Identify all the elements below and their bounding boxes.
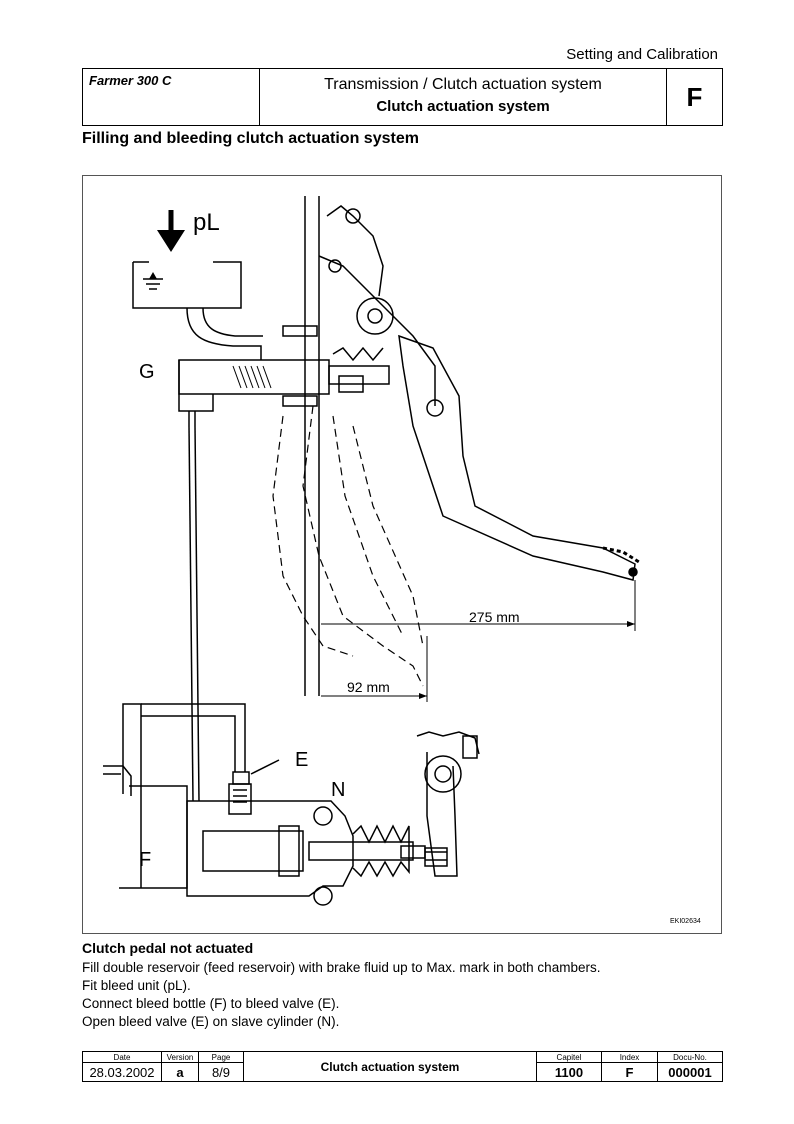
master-cylinder <box>178 346 390 426</box>
header-title-cell: Transmission / Clutch actuation system C… <box>259 68 667 126</box>
dimension-275 <box>321 580 636 631</box>
reservoir <box>132 261 263 360</box>
section-label: Setting and Calibration <box>566 46 718 63</box>
footer-label-date: Date <box>82 1051 162 1063</box>
footer-label-page: Page <box>198 1051 244 1063</box>
label-g: G <box>139 361 155 383</box>
footer-capitel: 1100 <box>536 1062 602 1082</box>
brake-pedal-outline <box>272 405 424 687</box>
clutch-pedal <box>398 334 640 581</box>
figure-frame: pL G <box>82 175 722 934</box>
instructions-subheading: Clutch pedal not actuated <box>82 940 254 956</box>
bleed-bottle <box>103 703 246 889</box>
footer-date: 28.03.2002 <box>82 1062 162 1082</box>
slave-cylinder <box>186 800 426 906</box>
instruction-line: Open bleed valve (E) on slave cylinder (… <box>82 1014 340 1029</box>
label-f: F <box>139 849 151 871</box>
dimension-92 <box>321 636 428 702</box>
bleed-valve <box>228 759 280 815</box>
footer-label-docu: Docu-No. <box>657 1051 723 1063</box>
hydraulic-line <box>188 425 200 802</box>
instruction-line: Fit bleed unit (pL). <box>82 978 191 993</box>
footer-docu: 000001 <box>657 1062 723 1082</box>
header-subtitle: Clutch actuation system <box>376 98 550 115</box>
footer-label-version: Version <box>161 1051 199 1063</box>
label-e: E <box>295 749 308 771</box>
footer-page: 8/9 <box>198 1062 244 1082</box>
figure-code: EKI02634 <box>670 918 701 925</box>
footer-label-index: Index <box>601 1051 658 1063</box>
label-n: N <box>331 779 345 801</box>
document-footer: Date Version Page Clutch actuation syste… <box>82 1051 723 1082</box>
model-name: Farmer 300 C <box>82 68 260 126</box>
footer-label-capitel: Capitel <box>536 1051 602 1063</box>
footer-title: Clutch actuation system <box>243 1051 537 1082</box>
chapter-letter: F <box>666 68 723 126</box>
footer-version: a <box>161 1062 199 1082</box>
label-275mm: 275 mm <box>469 609 520 625</box>
clutch-diagram: pL G <box>103 196 640 906</box>
header-title: Transmission / Clutch actuation system <box>324 76 602 93</box>
footer-index: F <box>601 1062 658 1082</box>
instruction-line: Fill double reservoir (feed reservoir) w… <box>82 960 601 975</box>
label-92mm: 92 mm <box>347 679 390 695</box>
document-header: Farmer 300 C Transmission / Clutch actua… <box>82 68 723 126</box>
pedal-bracket <box>282 196 436 696</box>
release-lever <box>416 731 480 877</box>
label-pl: pL <box>193 209 220 236</box>
instruction-line: Connect bleed bottle (F) to bleed valve … <box>82 996 340 1011</box>
pressure-arrow-icon <box>157 210 185 252</box>
page-heading: Filling and bleeding clutch actuation sy… <box>82 130 419 147</box>
